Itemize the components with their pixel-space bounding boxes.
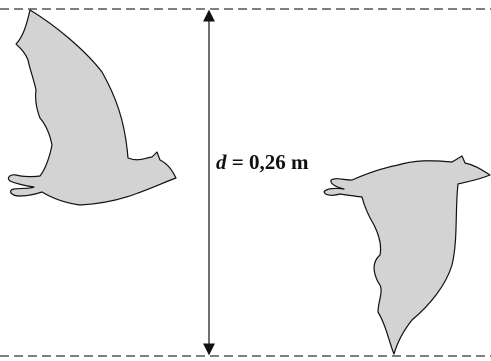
distance-variable: d [216,150,227,174]
bat-wing-up-icon [7,9,177,206]
distance-value: 0,26 [248,150,286,174]
bat-wing-down-icon [323,155,491,355]
distance-label: d = 0,26 m [214,150,311,175]
distance-unit: m [290,150,309,174]
equals-sign: = [231,150,244,174]
